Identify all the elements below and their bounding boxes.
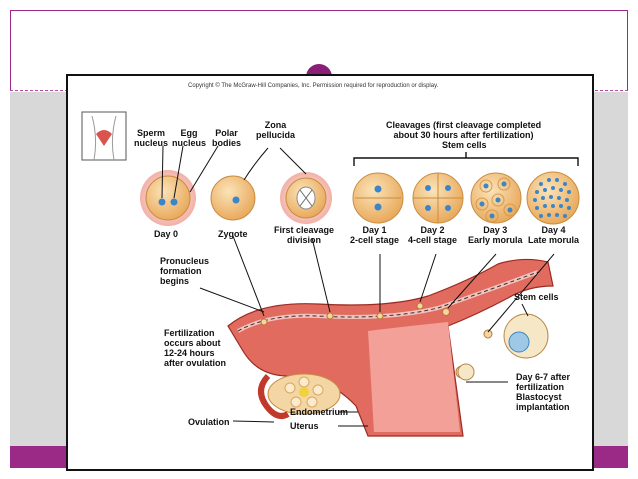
day4-cell [526, 171, 580, 225]
label-day0: Day 0 [154, 229, 179, 239]
day0-egg [140, 170, 196, 226]
copyright-notice: Copyright © The McGraw-Hill Companies, I… [188, 83, 439, 89]
label-stem-cells-top: Stem cells [442, 140, 487, 150]
blastocyst [457, 313, 549, 381]
label-zygote: Zygote [218, 229, 248, 239]
fertilization-diagram [81, 111, 580, 437]
diagram-card: Copyright © The McGraw-Hill Companies, I… [66, 74, 594, 471]
uterus-illustration [227, 258, 554, 437]
first-cleavage-cell [280, 172, 332, 224]
left-accent-band [10, 446, 66, 468]
day2-cell [412, 172, 464, 224]
slide-frame [10, 10, 628, 91]
day3-cell [470, 172, 522, 224]
label-ovulation: Ovulation [188, 417, 230, 427]
label-stem-cells-right: Stem cells [514, 292, 559, 302]
label-endometrium: Endometrium [290, 407, 349, 417]
label-uterus: Uterus [290, 421, 319, 431]
cleavage-bracket [353, 157, 579, 166]
body-thumbnail [81, 111, 127, 161]
right-panel [590, 92, 628, 446]
zygote-cell [210, 175, 256, 221]
day1-cell [352, 172, 404, 224]
leader-lines-tube [199, 235, 555, 427]
leader-lines-top [161, 145, 307, 199]
right-accent-band [590, 446, 628, 468]
left-panel [10, 92, 66, 446]
